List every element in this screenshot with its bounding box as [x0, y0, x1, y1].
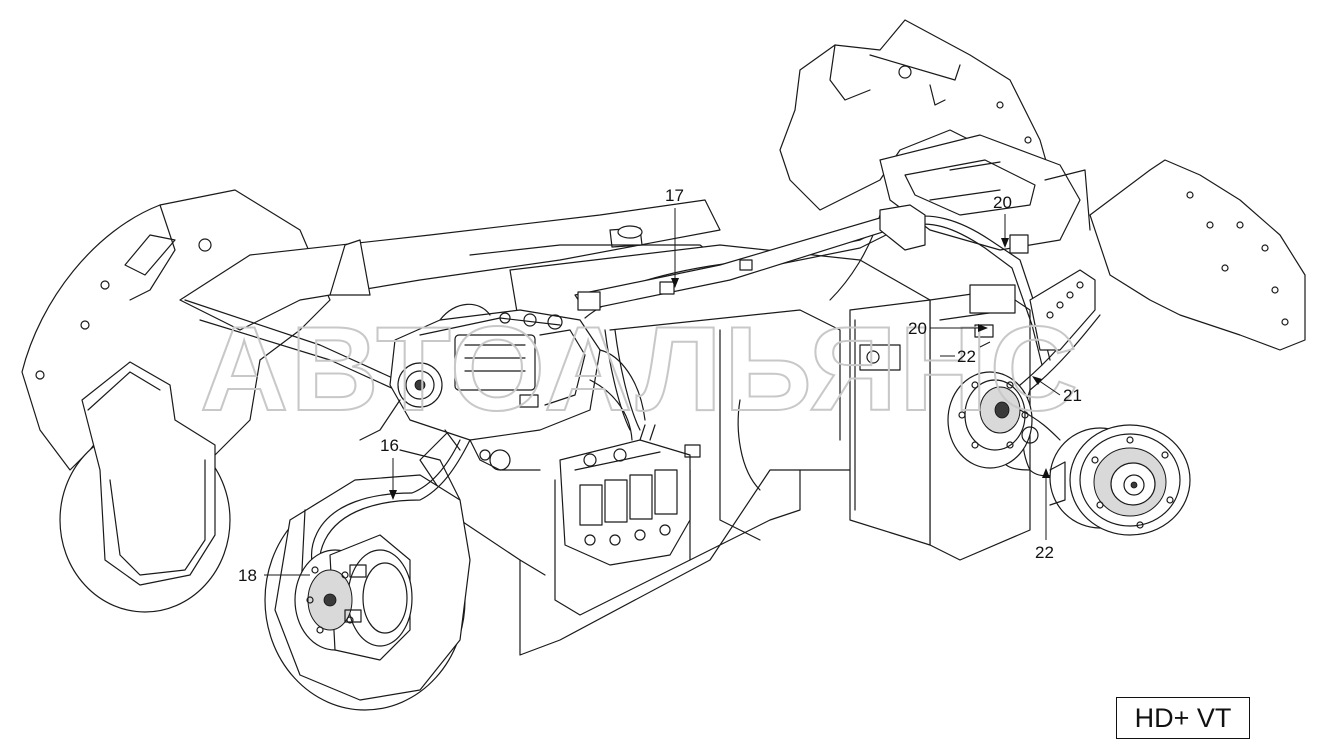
- callout-20-upper: 20: [993, 193, 1012, 248]
- right-front-fender-plate: [1044, 159, 1306, 351]
- top-frame-rail: [574, 204, 926, 311]
- callout-20-lower: 20: [908, 319, 988, 338]
- callout-label: 20: [908, 319, 927, 338]
- watermark-text: АВТОАЛЬЯНС: [200, 302, 1080, 436]
- callout-16: 16: [380, 436, 399, 500]
- callout-label: 20: [993, 193, 1012, 212]
- callout-label: 16: [380, 436, 399, 455]
- variant-label-box: HD+ VT: [1116, 697, 1250, 739]
- callout-label: 22: [1035, 543, 1054, 562]
- right-rear-drive-motor: [947, 371, 1061, 469]
- callout-22-lower: 22: [1035, 468, 1054, 562]
- left-rear-wheel-disc: [59, 361, 231, 613]
- callout-label: 17: [665, 186, 684, 205]
- hydraulic-control-valve: [559, 424, 701, 566]
- callout-22-upper: 22: [940, 341, 991, 366]
- callout-label: 22: [957, 347, 976, 366]
- variant-label: HD+ VT: [1134, 702, 1232, 733]
- callout-21: 21: [1032, 376, 1082, 405]
- engine-block: [359, 303, 646, 471]
- callout-label: 21: [1063, 386, 1082, 405]
- right-valve-blocks: [859, 234, 1096, 371]
- callout-18: 18: [238, 566, 310, 585]
- callout-label: 18: [238, 566, 257, 585]
- left-front-drive-motor: [294, 534, 413, 661]
- callout-17: 17: [665, 186, 684, 288]
- right-rear-fender-plate: [779, 19, 1051, 211]
- right-front-drive-motor: [1049, 424, 1191, 536]
